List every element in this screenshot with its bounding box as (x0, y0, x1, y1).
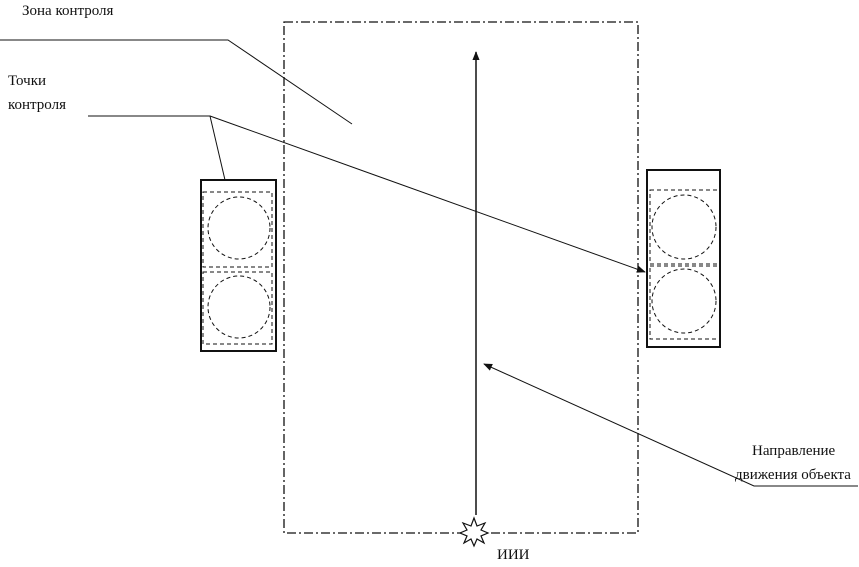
right-detector (646, 169, 721, 348)
direction-label-line1: Направление (752, 443, 836, 459)
zone-label: Зона контроля (22, 3, 114, 19)
points-label-line2: контроля (8, 97, 66, 113)
control-zone (283, 21, 639, 534)
direction-leader (483, 363, 858, 487)
points-label-line1: Точки (8, 73, 47, 89)
zone-leader (0, 39, 353, 125)
left-detector (200, 179, 277, 352)
points-leader-left (88, 115, 226, 181)
detector-element (651, 268, 717, 334)
detector-element (207, 275, 271, 339)
detector-element (651, 194, 717, 260)
detector-element (207, 196, 271, 260)
points-leader-right (209, 115, 646, 273)
star-burst-icon (458, 516, 490, 548)
direction-label-line2: движения объекта (735, 467, 851, 483)
source-label: ИИИ (497, 547, 530, 563)
